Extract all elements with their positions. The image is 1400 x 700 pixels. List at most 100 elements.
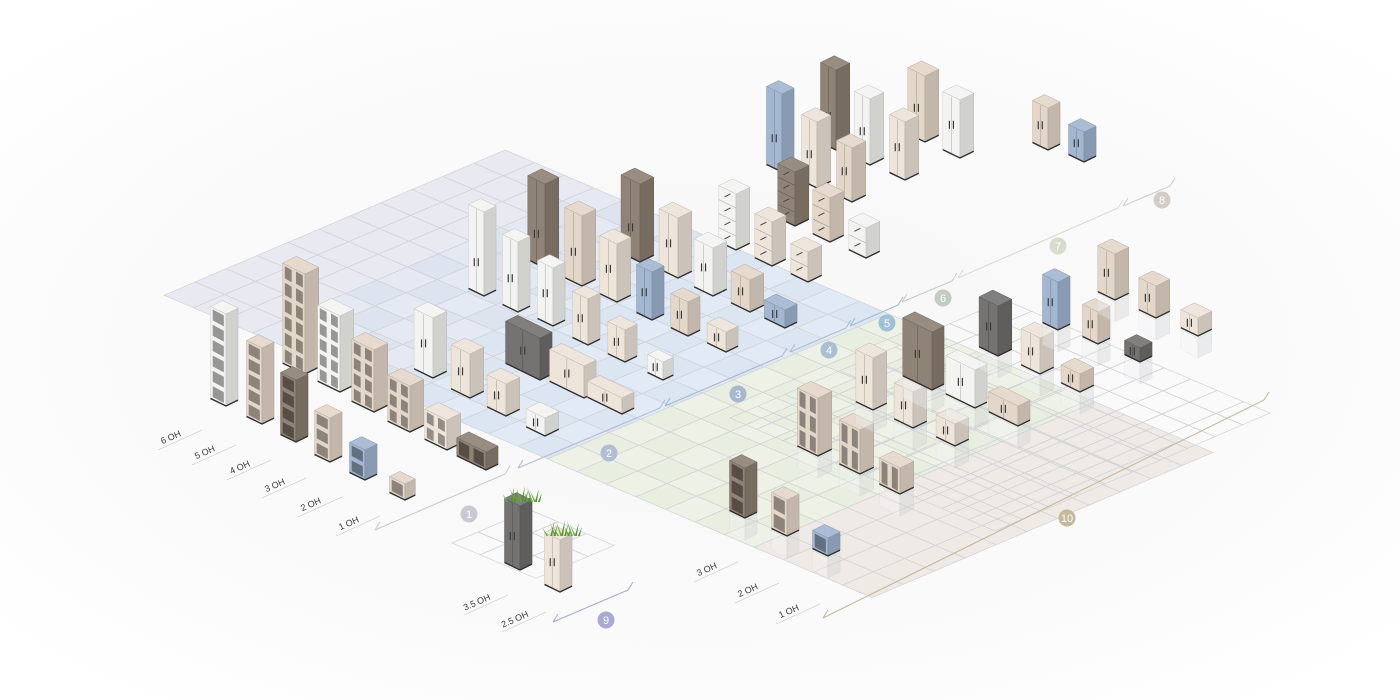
drawer-handle <box>796 251 803 256</box>
cabinet-top-face <box>527 168 560 185</box>
cabinet-plinth <box>670 326 701 337</box>
shelf-opening <box>353 388 361 404</box>
shelf-opening <box>212 324 224 342</box>
cabinet-tall-walnut <box>527 168 560 269</box>
cabinet-plinth <box>1097 290 1130 301</box>
furniture-items <box>209 55 1213 593</box>
drawer-handle <box>783 171 790 176</box>
cabinet-side-face <box>1155 312 1171 341</box>
badge-label: 7 <box>1055 241 1061 253</box>
shelf-opening <box>353 342 361 358</box>
cabinet-plinth <box>486 406 521 417</box>
cabinet-top-face <box>670 287 701 303</box>
label-tick-line <box>463 594 509 616</box>
shelf-opening <box>365 394 372 409</box>
cabinet-plinth <box>504 561 533 571</box>
stacked-module <box>728 454 758 519</box>
cabinet-blue-small <box>1067 118 1097 163</box>
drawer-line <box>812 203 831 213</box>
cabinet-plinth <box>1060 382 1095 393</box>
badge-circle <box>1058 509 1076 527</box>
shelf-opening <box>284 332 292 349</box>
cabinet-top-face <box>935 407 970 425</box>
cabinet <box>693 231 728 297</box>
cabinet-plinth <box>812 232 845 243</box>
cabinet-low <box>706 316 739 353</box>
cabinet-plinth <box>988 411 1031 427</box>
stacked-module <box>855 342 888 411</box>
cabinet-plinth <box>314 453 343 463</box>
drawer-line <box>848 234 867 244</box>
drawer-unit <box>790 236 823 283</box>
cabinet-side-face <box>1197 330 1213 359</box>
badge-circle <box>1153 191 1171 209</box>
stacked-module <box>978 289 1013 357</box>
cabinet <box>450 337 485 399</box>
cabinet-side-face <box>581 208 597 287</box>
cabinet-top-face <box>1031 94 1061 109</box>
badge-circle <box>460 505 478 523</box>
shelving-tall-oak <box>282 256 320 375</box>
cabinet-side-face <box>827 551 841 579</box>
cabinet-top-face <box>693 231 728 249</box>
stacked-module <box>1138 270 1171 319</box>
cabinet-plinth <box>246 415 275 425</box>
cabinet-plinth <box>502 303 531 313</box>
floor-cell <box>967 507 1024 532</box>
cabinet-front-face <box>988 413 1019 449</box>
section-bracket <box>849 296 904 327</box>
cabinet-side-face <box>1039 368 1055 397</box>
cabinet-top-face <box>838 412 875 431</box>
cabinet-plinth <box>389 491 416 501</box>
cabinet-top-face <box>501 228 531 243</box>
shelf-opening <box>248 373 260 391</box>
section-badge-7: 7 <box>1049 237 1067 255</box>
cabinet-top-face <box>549 343 597 367</box>
drawer-line <box>718 227 737 237</box>
cabinet-side-face <box>373 342 389 413</box>
shelf-opening <box>316 428 328 445</box>
stacked-module <box>1123 334 1153 363</box>
section-bracket <box>789 319 852 353</box>
badge-label: 6 <box>940 293 946 305</box>
shelf-opening <box>731 496 743 515</box>
shelf-opening <box>731 463 743 482</box>
shelf-opening <box>284 349 292 366</box>
shelf-opening <box>391 479 403 497</box>
stacked-module <box>1081 298 1111 345</box>
drawer-unit-white <box>718 178 751 251</box>
cabinet-top-face <box>467 198 497 213</box>
cabinet-front-face <box>945 395 976 431</box>
shelf-opening <box>296 354 303 371</box>
cabinet-top-face <box>848 212 881 229</box>
cabinet-side-face <box>872 350 888 411</box>
section-brackets <box>374 177 1270 623</box>
cabinet-top-face <box>351 332 389 351</box>
cabinet <box>413 301 448 379</box>
shelf-opening <box>331 328 338 344</box>
drawer-handle <box>854 227 861 232</box>
drawer-line <box>718 199 737 209</box>
plant-foliage <box>542 520 582 536</box>
cabinet-top-face <box>607 315 638 331</box>
cabinet-side-face <box>432 310 448 379</box>
shelf-opening <box>891 465 898 491</box>
shelf-opening <box>389 393 397 409</box>
shelf-opening <box>316 413 328 430</box>
section-bracket <box>517 399 666 469</box>
shelving-tall-white <box>209 300 239 407</box>
cabinet-side-face <box>904 114 920 181</box>
drawer-unit-walnut <box>777 156 810 227</box>
cabinet-top-face <box>279 366 309 381</box>
cabinet-low <box>646 349 674 381</box>
cabinet-plinth <box>450 388 485 399</box>
shelf-opening <box>851 427 858 449</box>
cabinet-side-face <box>1057 325 1071 353</box>
cabinet-plinth <box>889 171 920 181</box>
shelving-low <box>313 404 343 463</box>
shelf-opening <box>284 282 292 299</box>
label-tick-line <box>157 429 203 451</box>
sliding-door-low <box>587 375 635 415</box>
cabinet-side-face <box>794 164 810 227</box>
